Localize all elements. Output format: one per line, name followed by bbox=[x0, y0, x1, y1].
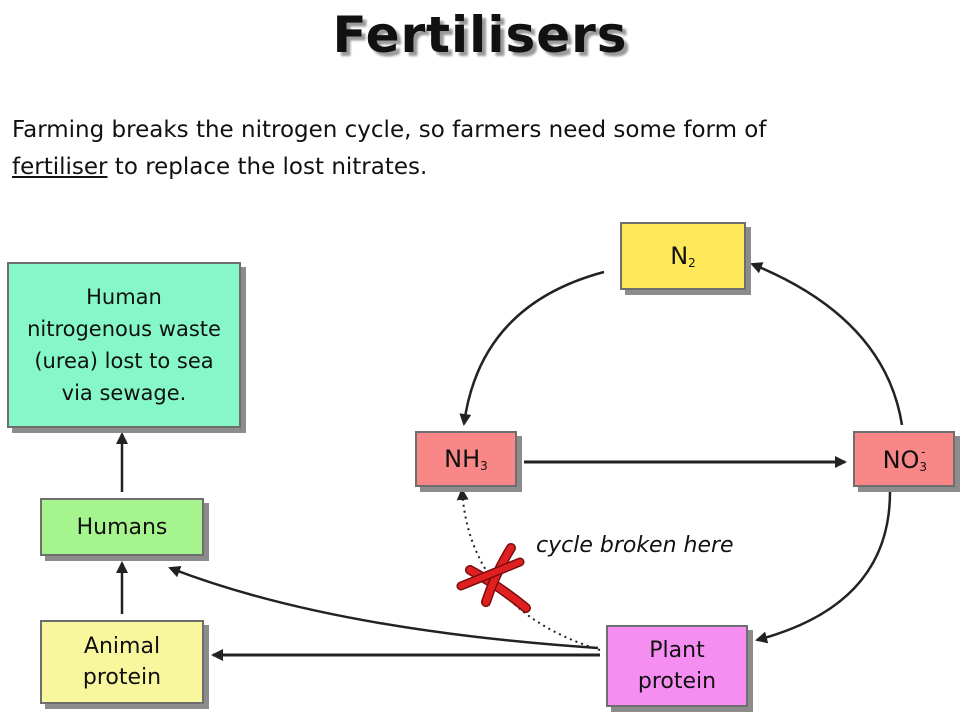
animal-protein-box: Animal protein bbox=[40, 620, 204, 704]
arrow-no3-to-n2 bbox=[750, 262, 904, 426]
human-waste-line: via sewage. bbox=[61, 381, 187, 405]
nh3-box: NH3 bbox=[415, 431, 517, 487]
arrow-plant-to-nh3-broken bbox=[456, 488, 601, 651]
plant-protein-box: Plant protein bbox=[606, 625, 748, 707]
n2-label: N2 bbox=[670, 242, 696, 270]
arrow-plant-to-humans bbox=[168, 566, 599, 650]
human-waste-line: Human bbox=[86, 285, 162, 309]
no3-label: NO3- bbox=[882, 444, 928, 474]
human-waste-line: (urea) lost to sea bbox=[34, 349, 214, 373]
intro-text: Farming breaks the nitrogen cycle, so fa… bbox=[12, 112, 912, 186]
no3-superscript: - bbox=[921, 444, 926, 459]
n2-base: N bbox=[670, 242, 689, 270]
no3-box: NO3- bbox=[853, 431, 955, 487]
humans-box: Humans bbox=[40, 498, 204, 556]
nh3-label: NH3 bbox=[444, 445, 488, 473]
nh3-subscript: 3 bbox=[480, 459, 488, 473]
page-title: Fertilisers bbox=[332, 6, 628, 64]
cross-icon bbox=[456, 543, 531, 613]
no3-base: NO bbox=[882, 445, 920, 474]
arrow-no3-to-plant bbox=[755, 491, 892, 644]
animal-protein-line: protein bbox=[82, 665, 162, 690]
intro-line-2: to replace the lost nitrates. bbox=[107, 154, 428, 180]
intro-line-1: Farming breaks the nitrogen cycle, so fa… bbox=[12, 117, 767, 143]
humans-label: Humans bbox=[76, 514, 168, 540]
animal-protein-line: Animal bbox=[83, 634, 161, 659]
n2-subscript: 2 bbox=[688, 256, 696, 270]
arrow-n2-to-nh3 bbox=[459, 270, 605, 426]
human-waste-box: Human nitrogenous waste (urea) lost to s… bbox=[7, 262, 241, 428]
human-waste-line: nitrogenous waste bbox=[27, 317, 221, 341]
plant-protein-line: Plant bbox=[649, 638, 705, 663]
no3-subscript: 3 bbox=[919, 459, 928, 474]
n2-box: N2 bbox=[620, 222, 746, 290]
intro-underlined-word: fertiliser bbox=[12, 154, 108, 180]
cycle-broken-annotation: cycle broken here bbox=[536, 533, 734, 558]
plant-protein-line: protein bbox=[637, 669, 717, 694]
nh3-base: NH bbox=[444, 445, 481, 473]
